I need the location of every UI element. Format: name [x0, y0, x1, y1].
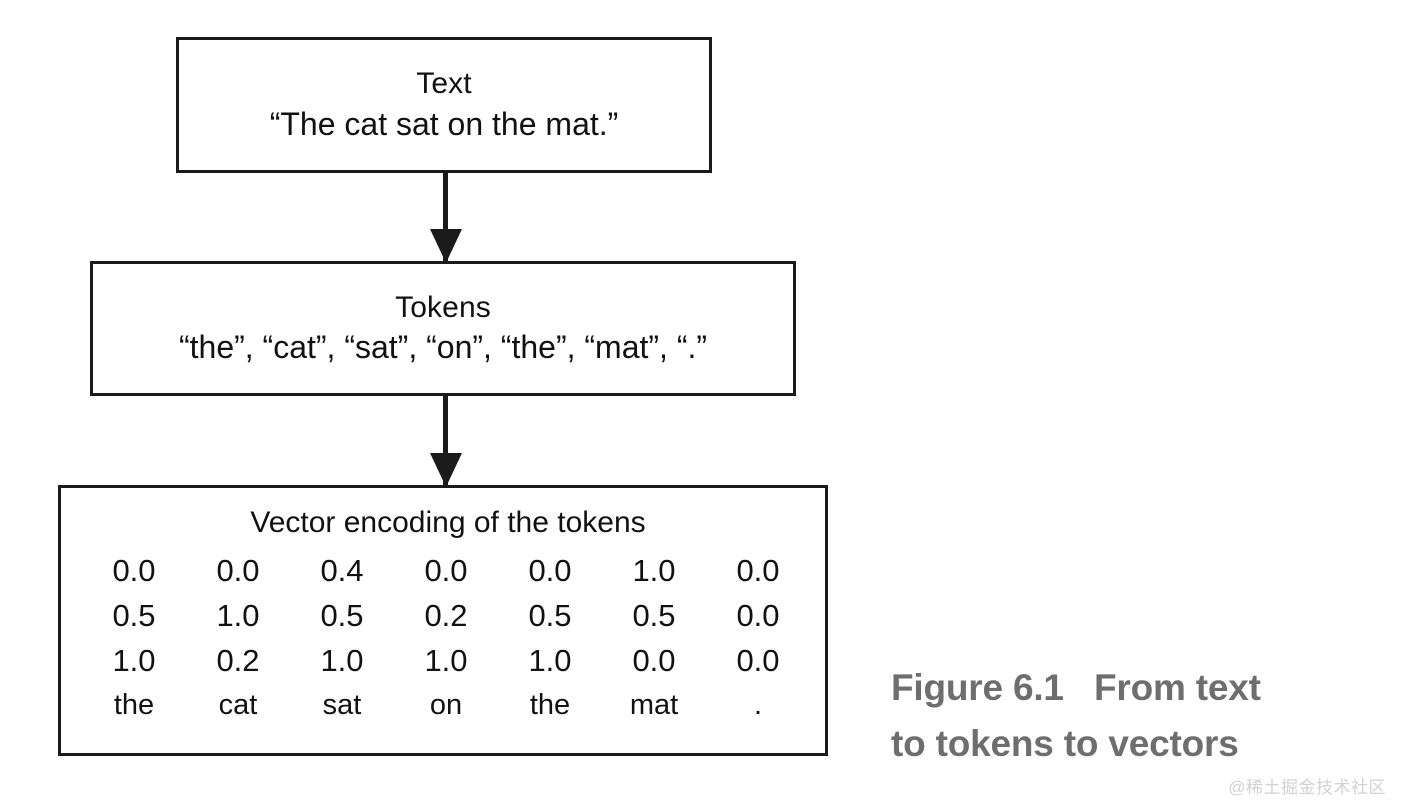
vector-value-cell: 0.4 — [320, 553, 364, 588]
arrow-tokens-to-vectors-icon — [443, 396, 448, 485]
figure-caption: Figure 6.1 From text to tokens to vector… — [891, 660, 1361, 771]
vector-value-cell: 0.0 — [112, 553, 156, 588]
vector-value-cell: 0.0 — [216, 553, 260, 588]
vector-value-cell: 0.0 — [736, 642, 780, 678]
vector-value-cell: 0.5 — [112, 597, 156, 633]
vector-token-label: cat — [218, 688, 258, 721]
stage-text-content: “The cat sat on the mat.” — [269, 105, 619, 142]
vector-value-cell: 1.0 — [320, 642, 364, 678]
stage-text-title: Text — [416, 67, 472, 100]
vector-encoding-grid: 0.0 0.0 0.4 0.0 0.0 1.0 0.0 0.5 1.0 0.5 0.2 0.5 0.5 0… — [82, 549, 810, 726]
vector-value-cell: 0.2 — [424, 597, 468, 633]
stage-box-tokens: Tokens “the”, “cat”, “sat”, “on”, “the”,… — [90, 261, 796, 396]
vector-value-cell: 1.0 — [424, 642, 468, 678]
vector-value-cell: 0.0 — [736, 553, 780, 588]
vector-value-cell: 1.0 — [632, 553, 676, 588]
stage-vectors-title: Vector encoding of the tokens — [250, 506, 646, 539]
figure-caption-line-2: to tokens to vectors — [891, 722, 1239, 764]
stage-box-text: Text “The cat sat on the mat.” — [176, 37, 712, 173]
vector-value-cell: 0.5 — [528, 597, 572, 633]
vector-token-label: on — [429, 688, 463, 721]
vector-value-cell: 1.0 — [112, 642, 156, 678]
stage-tokens-title: Tokens — [395, 290, 491, 324]
vector-token-label: . — [753, 688, 763, 721]
vector-value-cell: 0.0 — [424, 553, 468, 588]
vector-value-cell: 0.0 — [528, 553, 572, 588]
vector-value-cell: 0.2 — [216, 642, 260, 678]
arrow-text-to-tokens-icon — [443, 173, 448, 261]
figure-caption-line-1: Figure 6.1 From text — [891, 667, 1261, 708]
vector-value-cell: 0.5 — [320, 597, 364, 633]
vector-value-cell: 0.0 — [736, 597, 780, 633]
stage-tokens-content: “the”, “cat”, “sat”, “on”, “the”, “mat”,… — [178, 329, 708, 366]
vector-token-label: the — [529, 688, 571, 721]
vector-value-cell: 0.5 — [632, 597, 676, 633]
vector-token-label: sat — [322, 688, 362, 721]
vector-token-label: the — [113, 688, 155, 721]
vector-token-label: mat — [629, 688, 679, 721]
watermark: @稀土掘金技术社区 — [1228, 778, 1386, 797]
vector-value-cell: 0.0 — [632, 642, 676, 678]
vector-value-cell: 1.0 — [216, 597, 260, 633]
vector-value-cell: 1.0 — [528, 642, 572, 678]
